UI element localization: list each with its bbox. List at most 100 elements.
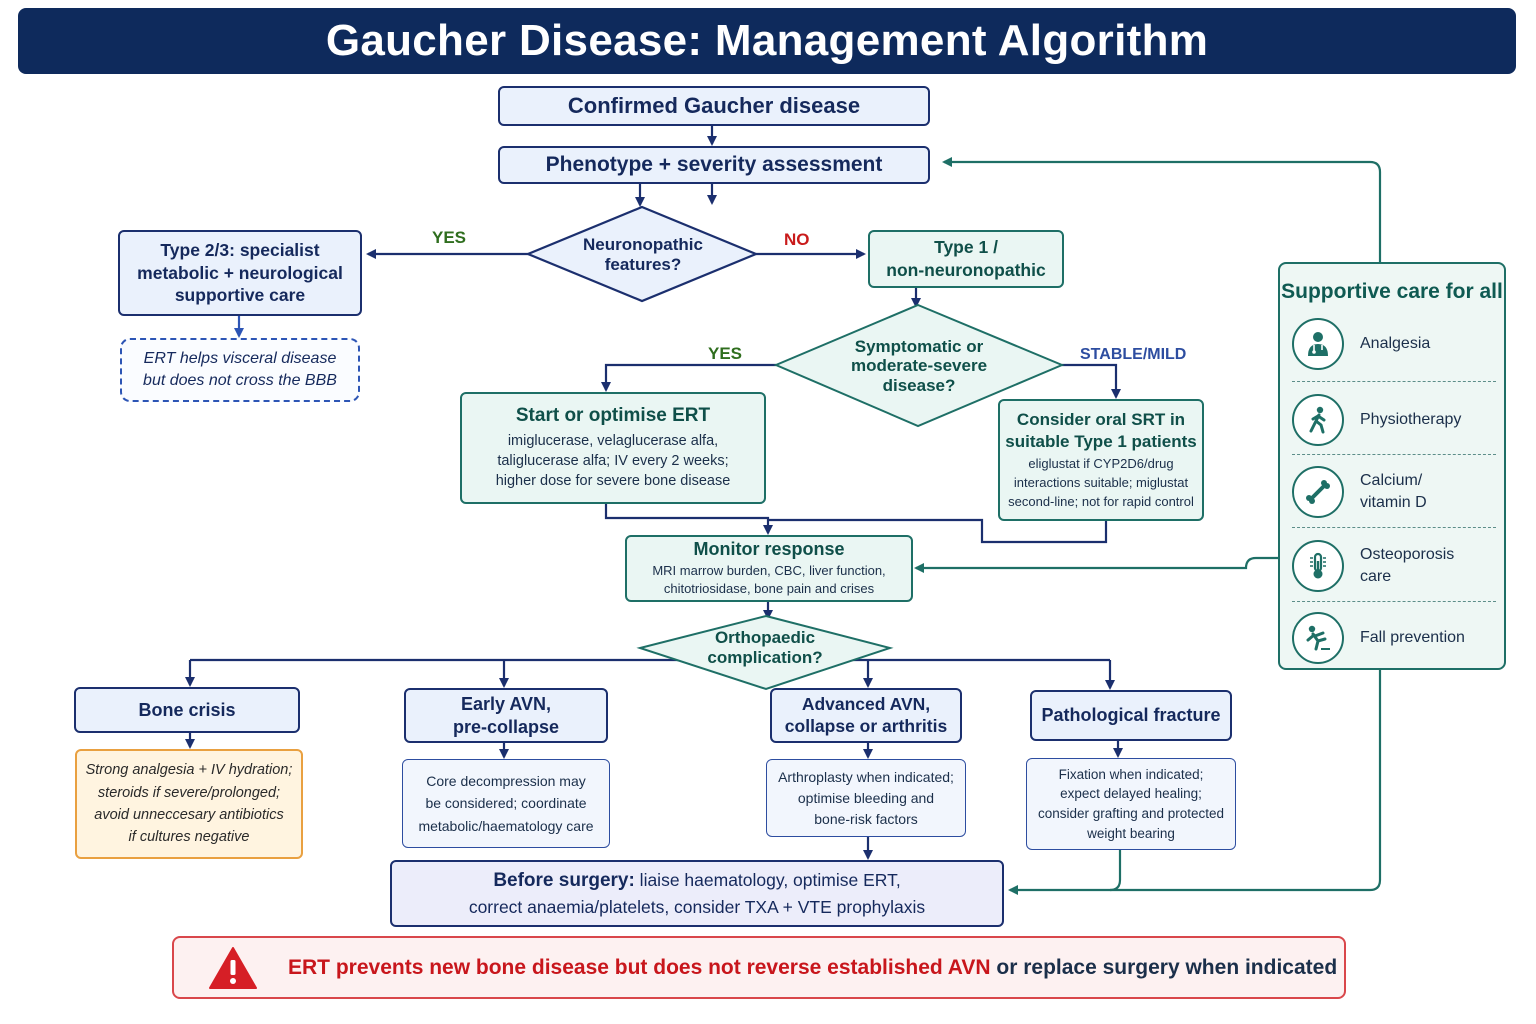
node-phenotype-text: Phenotype + severity assessment bbox=[545, 153, 883, 176]
neuro-q-line2: features? bbox=[604, 255, 682, 274]
type23-line2: metabolic + neurological bbox=[137, 262, 343, 283]
title-banner: Gaucher Disease: Management Algorithm bbox=[18, 8, 1516, 74]
node-early-avn: Early AVN, pre-collapse bbox=[404, 688, 608, 743]
supportive-care-panel: Supportive care for all Analgesia Physio… bbox=[1278, 262, 1506, 670]
label-no-neuro: NO bbox=[784, 230, 810, 249]
bone-crisis-tx-line3: avoid unneccesary antibiotics bbox=[94, 807, 284, 823]
support-divider bbox=[1292, 381, 1496, 382]
adv-avn-line1: Advanced AVN, bbox=[801, 693, 931, 714]
ortho-q-line1: Orthopaedic bbox=[714, 628, 816, 648]
srt-line1: eliglustat if CYP2D6/drug bbox=[1028, 455, 1174, 471]
diamond-neuronopathic-text: Neuronopathic features? bbox=[560, 232, 726, 278]
label-yes-sympt: YES bbox=[708, 344, 743, 363]
node-start-ert: Start or optimise ERT imiglucerase, vela… bbox=[460, 392, 766, 504]
node-ert-bbb-note: ERT helps visceral disease but does not … bbox=[120, 338, 360, 402]
node-monitor: Monitor response MRI marrow burden, CBC,… bbox=[625, 535, 913, 602]
arrow-srt-to-monitor bbox=[768, 518, 1108, 544]
type23-line3: supportive care bbox=[174, 285, 306, 306]
early-avn-line2: pre-collapse bbox=[452, 716, 560, 737]
diamond-orthopaedic bbox=[636, 614, 894, 691]
adv-avn-tx-line3: bone-risk factors bbox=[814, 810, 918, 827]
early-avn-tx-line2: be considered; coordinate bbox=[425, 795, 587, 812]
fracture-text: Pathological fracture bbox=[1041, 705, 1221, 725]
support-item-calcium: Calcium/ vitamin D bbox=[1292, 458, 1496, 526]
support-label-calcium-line1: Calcium/ bbox=[1360, 472, 1423, 490]
arrow-support-to-surgery bbox=[1008, 670, 1382, 895]
warning-text-red: ERT prevents new bone disease but does n… bbox=[288, 955, 991, 979]
support-label-osteoporosis: Osteoporosis care bbox=[1360, 544, 1454, 587]
bone-crisis-text: Bone crisis bbox=[138, 699, 236, 720]
start-ert-line1: imiglucerase, velaglucerase alfa, bbox=[507, 432, 719, 449]
arrow-stable-to-srt bbox=[1062, 363, 1121, 399]
sympt-q-line2: moderate-severe bbox=[850, 356, 988, 376]
diamond-neuronopathic bbox=[525, 205, 759, 303]
fracture-tx-line2: expect delayed healing; bbox=[1060, 786, 1202, 802]
ert-note-line2: but does not cross the BBB bbox=[143, 372, 337, 389]
support-label-calcium-line2: vitamin D bbox=[1360, 494, 1427, 511]
arrow-support-to-monitor bbox=[914, 556, 1278, 573]
fracture-tx-line4: weight bearing bbox=[1087, 825, 1175, 841]
walking-person-icon bbox=[1292, 394, 1344, 446]
monitor-line2: chitotriosidase, bone pain and crises bbox=[663, 581, 875, 596]
support-item-physiotherapy: Physiotherapy bbox=[1292, 386, 1496, 454]
doctor-icon bbox=[1292, 318, 1344, 370]
label-stable-mild: STABLE/MILD bbox=[1080, 346, 1187, 363]
support-item-fall-prevention: Fall prevention bbox=[1292, 604, 1496, 672]
diamond-symptomatic-text: Symptomatic or moderate-severe disease? bbox=[816, 330, 1022, 402]
ert-note-line1: ERT helps visceral disease bbox=[143, 350, 337, 368]
arrow-fracture-tx-to-surgery bbox=[1109, 850, 1122, 892]
surgery-bold: Before surgery: bbox=[493, 869, 635, 891]
supportive-title: Supportive care for all bbox=[1281, 280, 1503, 303]
sympt-q-line1: Symptomatic or bbox=[854, 336, 984, 356]
adv-avn-tx-line2: optimise bleeding and bbox=[797, 789, 935, 806]
srt-title-line2: suitable Type 1 patients bbox=[1005, 431, 1197, 451]
srt-title-line1: Consider oral SRT in bbox=[1016, 409, 1186, 429]
ortho-q-line2: complication? bbox=[707, 648, 823, 667]
support-label-analgesia: Analgesia bbox=[1360, 333, 1430, 355]
warning-banner: ERT prevents new bone disease but does n… bbox=[172, 936, 1346, 999]
node-type23: Type 2/3: specialist metabolic + neurolo… bbox=[118, 230, 362, 316]
node-before-surgery: Before surgery: liaise haematology, opti… bbox=[390, 860, 1004, 927]
arrow-ert-to-monitor bbox=[604, 504, 773, 535]
monitor-title: Monitor response bbox=[693, 539, 845, 560]
support-label-fall-line1: Fall prevention bbox=[1360, 629, 1465, 647]
adv-avn-line2: collapse or arthritis bbox=[784, 715, 948, 736]
page-title: Gaucher Disease: Management Algorithm bbox=[325, 16, 1209, 65]
support-item-osteoporosis: Osteoporosis care bbox=[1292, 532, 1496, 600]
thermometer-icon bbox=[1292, 540, 1344, 592]
node-fracture: Pathological fracture bbox=[1030, 690, 1232, 741]
node-confirmed-text: Confirmed Gaucher disease bbox=[567, 93, 861, 118]
support-label-fall-prevention: Fall prevention bbox=[1360, 627, 1465, 649]
support-label-osteo-line2: care bbox=[1360, 568, 1392, 585]
type1-line2: non-neuronopathic bbox=[886, 260, 1046, 280]
surgery-line1: Before surgery: liaise haematology, opti… bbox=[493, 868, 900, 895]
support-divider bbox=[1292, 527, 1496, 528]
support-label-calcium: Calcium/ vitamin D bbox=[1360, 470, 1427, 513]
node-phenotype: Phenotype + severity assessment bbox=[498, 146, 930, 184]
type23-line1: Type 2/3: specialist bbox=[160, 239, 320, 260]
neuro-q-line1: Neuronopathic bbox=[583, 235, 703, 255]
support-label-osteo-line1: Osteoporosis bbox=[1360, 546, 1455, 564]
adv-avn-tx-line1: Arthroplasty when indicated; bbox=[778, 768, 954, 785]
diamond-orthopaedic-text: Orthopaedic complication? bbox=[680, 626, 850, 670]
type1-line1: Type 1 / bbox=[934, 237, 998, 258]
label-yes-neuro: YES bbox=[432, 228, 467, 247]
fracture-tx-line3: consider grafting and protected bbox=[1037, 806, 1225, 821]
node-advanced-avn: Advanced AVN, collapse or arthritis bbox=[770, 688, 962, 743]
node-early-avn-tx: Core decompression may be considered; co… bbox=[402, 759, 610, 848]
support-label-analgesia-line1: Analgesia bbox=[1360, 335, 1431, 353]
bone-crisis-tx-line1: Strong analgesia + IV hydration; bbox=[85, 762, 293, 779]
surgery-line1-text: liaise haematology, optimise ERT, bbox=[634, 869, 901, 890]
bone-icon bbox=[1292, 466, 1344, 518]
support-label-physio-line1: Physiotherapy bbox=[1360, 411, 1462, 429]
arrow-support-to-phenotype bbox=[942, 157, 1382, 262]
monitor-line1: MRI marrow burden, CBC, liver function, bbox=[652, 563, 886, 579]
warning-icon bbox=[208, 946, 258, 990]
start-ert-title: Start or optimise ERT bbox=[515, 404, 711, 426]
warning-text-dark: or replace surgery when indicated bbox=[990, 955, 1338, 979]
node-oral-srt: Consider oral SRT in suitable Type 1 pat… bbox=[998, 399, 1204, 521]
bone-crisis-tx-line2: steroids if severe/prolonged; bbox=[97, 784, 281, 801]
support-label-physiotherapy: Physiotherapy bbox=[1360, 409, 1461, 431]
node-type1: Type 1 / non-neuronopathic bbox=[868, 230, 1064, 288]
